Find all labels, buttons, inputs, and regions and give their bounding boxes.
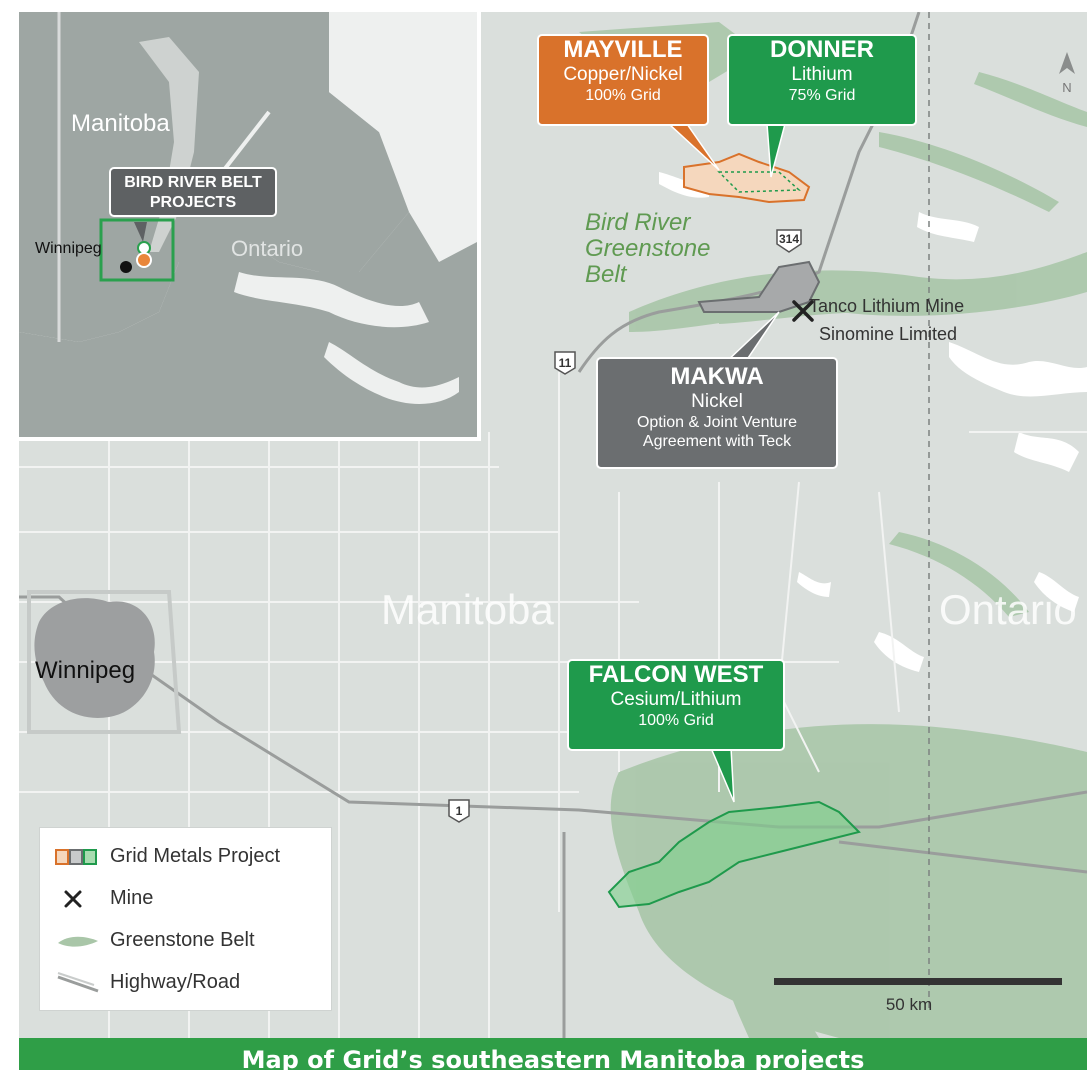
map-frame: 314 11 1 N 50 km <box>19 12 1087 1070</box>
donner-ownership: 75% Grid <box>788 87 856 104</box>
mayville-ownership: 100% Grid <box>585 87 661 104</box>
mayville-commodity: Copper/Nickel <box>563 64 683 85</box>
svg-text:50 km: 50 km <box>886 995 932 1014</box>
svg-text:1: 1 <box>456 804 463 818</box>
inset-winnipeg-dot <box>120 261 132 273</box>
donner-commodity: Lithium <box>791 64 853 85</box>
mine-operator-label: Sinomine Limited <box>819 324 958 344</box>
legend-project-row: Grid Metals Project <box>40 842 331 872</box>
falcon-west-name: FALCON WEST <box>588 661 764 688</box>
svg-text:314: 314 <box>779 232 799 246</box>
inset-manitoba-label: Manitoba <box>71 110 170 137</box>
inset-winnipeg-label: Winnipeg <box>35 240 102 257</box>
makwa-commodity: Nickel <box>691 391 743 412</box>
inset-callout: BIRD RIVER BELT PROJECTS <box>109 167 277 217</box>
highway-shield-314: 314 <box>776 229 802 253</box>
falcon-west-commodity: Cesium/Lithium <box>610 689 742 710</box>
mayville-name: MAYVILLE <box>563 36 683 63</box>
manitoba-label: Manitoba <box>381 586 554 633</box>
ontario-label: Ontario <box>939 586 1077 633</box>
inset-project-box <box>99 218 175 282</box>
legend-road-label: Highway/Road <box>110 971 241 993</box>
legend-belt-row: Greenstone Belt <box>40 926 331 956</box>
makwa-callout: MAKWA Nickel Option & Joint Venture Agre… <box>596 357 838 469</box>
highway-shield-11: 11 <box>554 351 576 375</box>
legend-mine-row: Mine <box>40 884 331 914</box>
legend-road-row: Highway/Road <box>40 968 331 998</box>
legend-project-label: Grid Metals Project <box>110 845 281 867</box>
north-arrow-icon: N <box>1059 52 1075 95</box>
donner-claims <box>717 171 801 193</box>
legend: Grid Metals Project Mine Greenstone Belt… <box>39 827 332 1011</box>
makwa-ownership: Option & Joint Venture <box>636 414 798 431</box>
makwa-ownership-2: Agreement with Teck <box>642 433 792 450</box>
falcon-west-callout: FALCON WEST Cesium/Lithium 100% Grid <box>567 659 785 751</box>
inset-callout-pointer <box>134 222 147 242</box>
greenstone-belt-icon <box>58 936 98 947</box>
inset-canvas <box>19 12 477 437</box>
svg-text:N: N <box>1062 80 1071 95</box>
inset-ontario-label: Ontario <box>231 236 304 261</box>
highway-shield-1: 1 <box>448 799 470 823</box>
makwa-name: MAKWA <box>670 363 764 390</box>
falcon-west-claims <box>607 800 861 909</box>
scale-bar: 50 km <box>774 978 1062 1014</box>
winnipeg-urban-area <box>27 590 182 734</box>
mayville-callout: MAYVILLE Copper/Nickel 100% Grid <box>537 34 709 126</box>
falcon-west-ownership: 100% Grid <box>638 712 714 729</box>
mine-icon <box>64 890 82 908</box>
mine-name-label: Tanco Lithium Mine <box>809 296 965 316</box>
legend-mine-label: Mine <box>110 887 154 909</box>
donner-callout: DONNER Lithium 75% Grid <box>727 34 917 126</box>
bird-river-belt-label: Bird River Greenstone Belt <box>585 209 711 288</box>
footer-caption: Map of Grid’s southeastern Manitoba proj… <box>19 1038 1087 1070</box>
highway-road-icon <box>57 972 99 993</box>
svg-text:11: 11 <box>559 356 572 370</box>
inset-orange-dot <box>136 252 152 268</box>
inset-map: Manitoba Ontario Winnipeg BIRD RIVER BEL… <box>19 12 481 441</box>
donner-name: DONNER <box>769 36 874 63</box>
makwa-claims <box>697 260 821 313</box>
winnipeg-label: Winnipeg <box>35 657 136 684</box>
legend-belt-label: Greenstone Belt <box>110 929 255 951</box>
project-swatch-icon <box>55 849 97 865</box>
tanco-mine-icon <box>792 300 814 322</box>
